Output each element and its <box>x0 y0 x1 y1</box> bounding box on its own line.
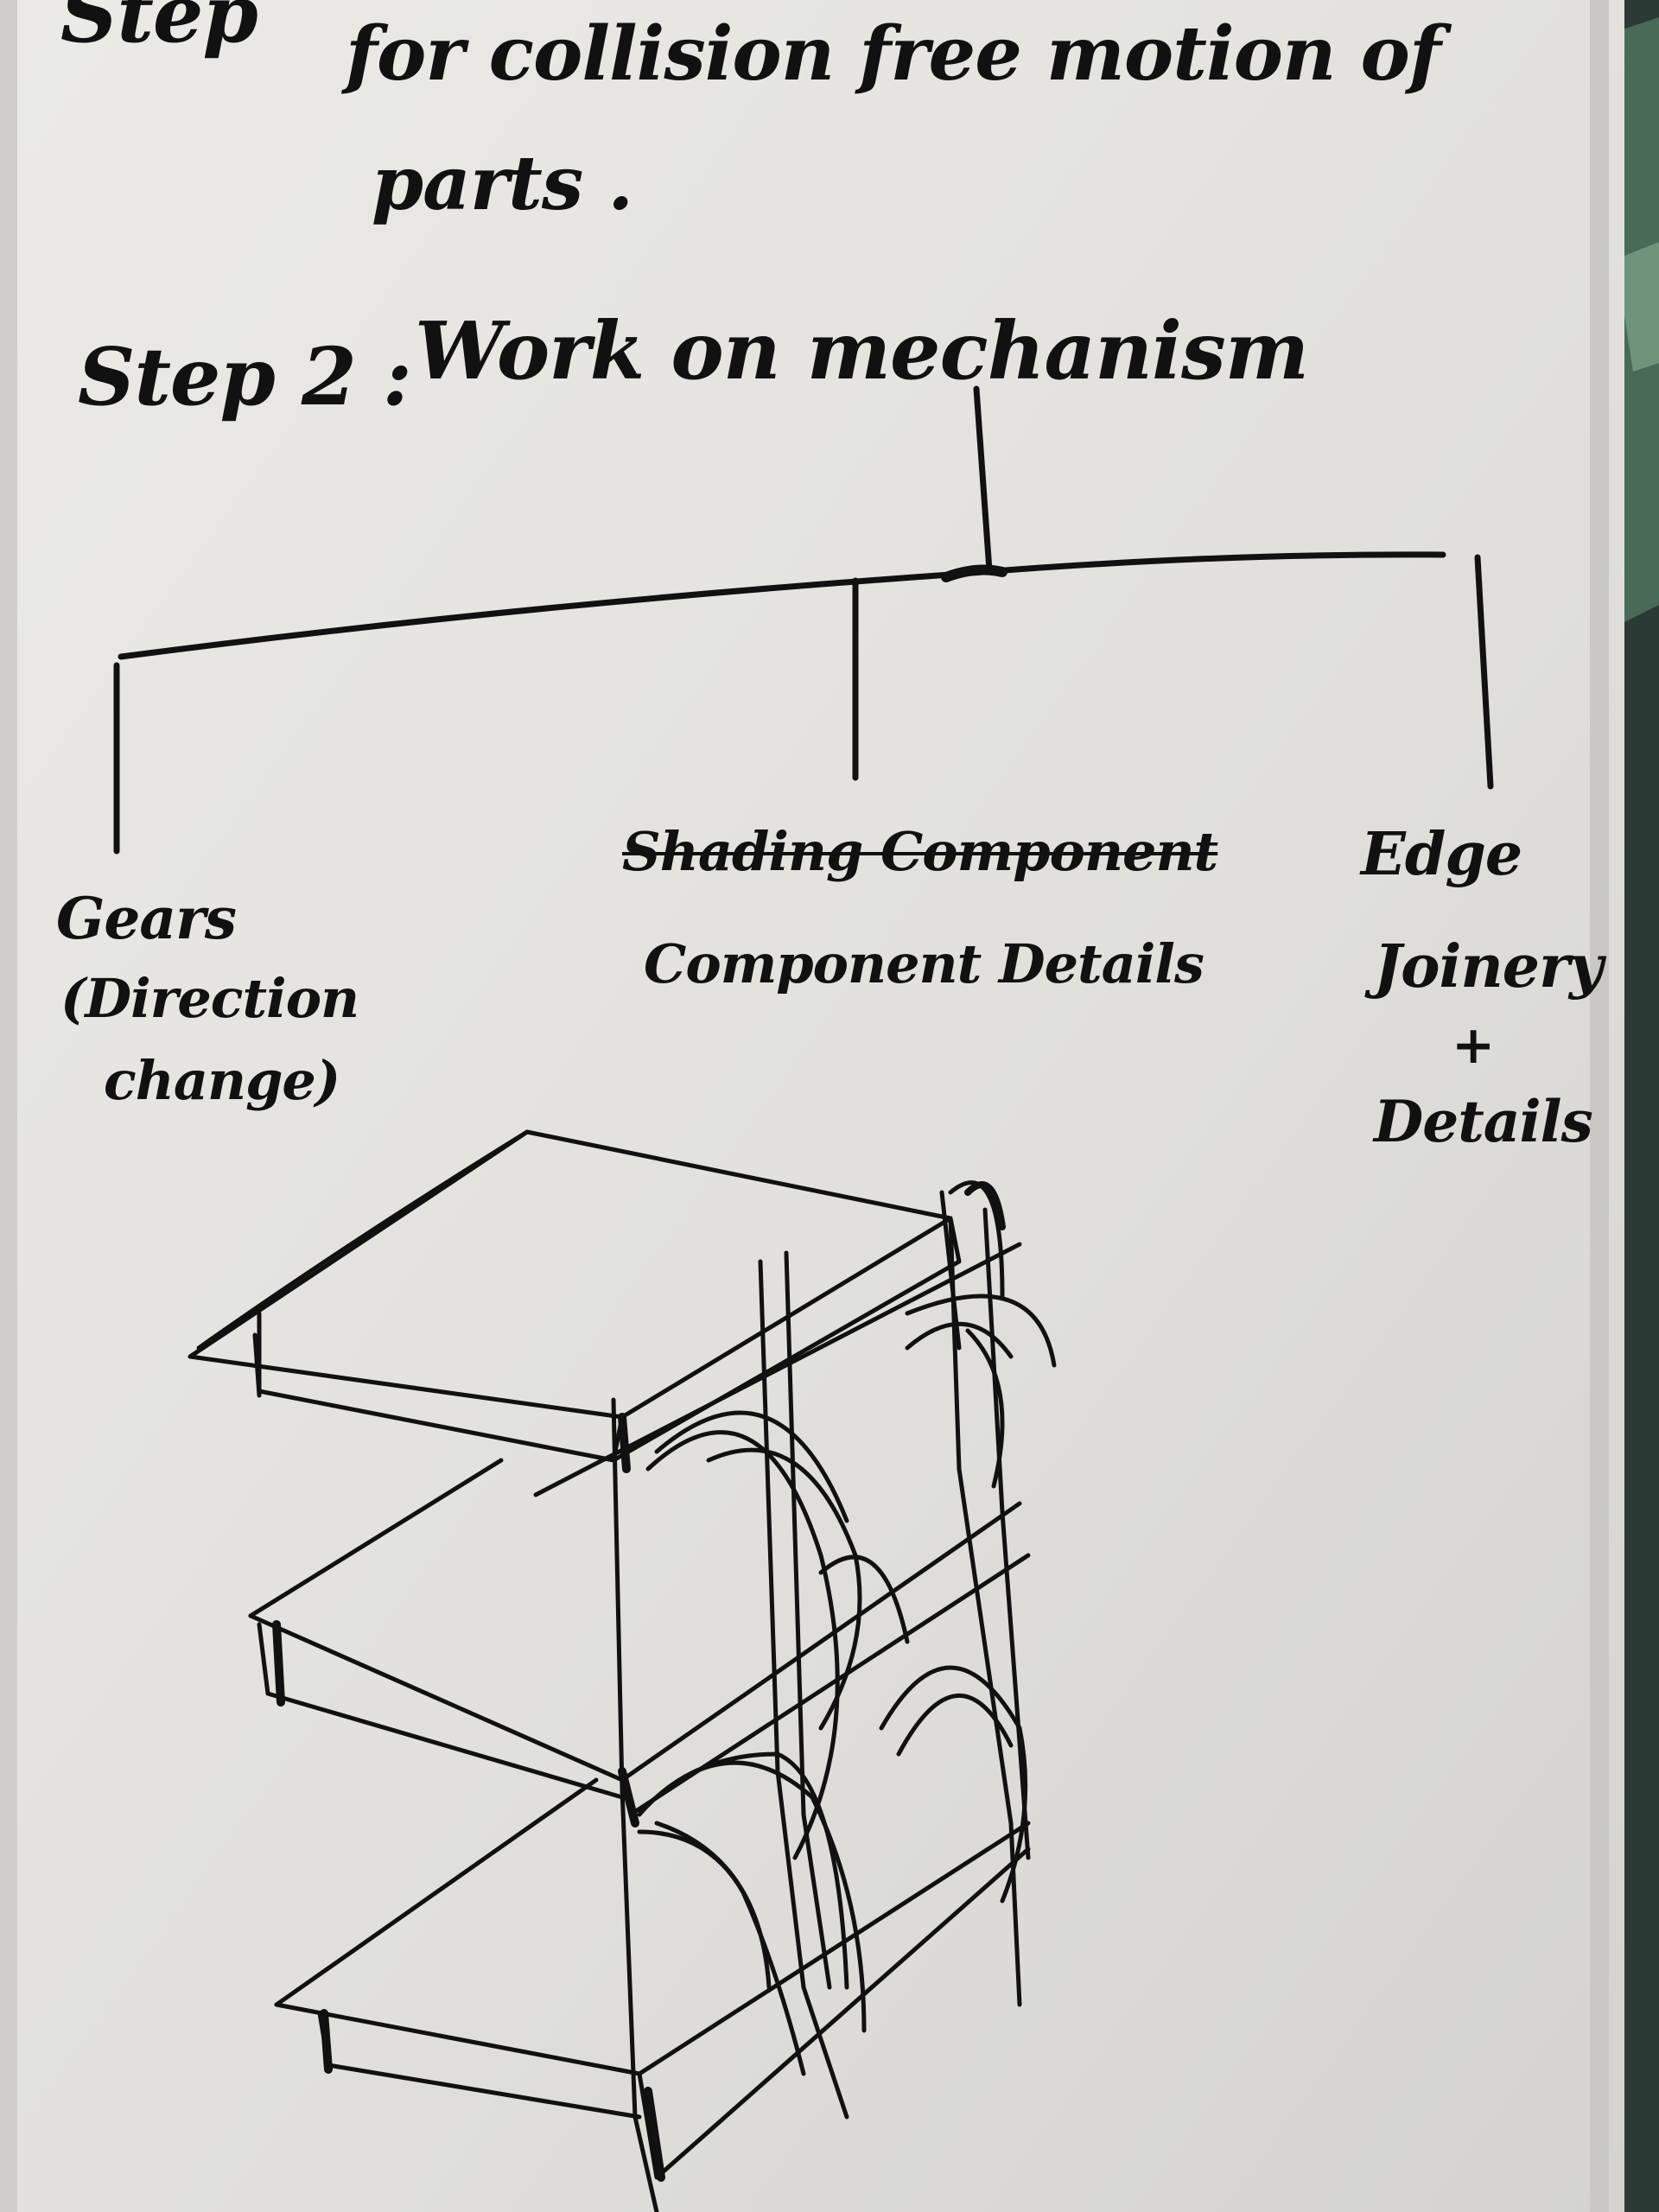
paper-sheet <box>17 0 1624 2212</box>
branch-edge-line-3: + <box>1452 1015 1495 1076</box>
branch-edge-line <box>1474 554 1494 790</box>
branch-shading-line-1: Shading Component <box>622 820 1218 883</box>
branch-edge-line-4: Details <box>1374 1088 1593 1155</box>
branch-gears-line-1: Gears <box>56 885 237 952</box>
note-line-2: parts . <box>372 140 633 227</box>
vertical-posts <box>611 1190 1031 2212</box>
branch-shading-line-2: Component Details <box>644 932 1205 995</box>
root-connector <box>973 385 993 574</box>
branch-edge-line-1: Edge <box>1361 820 1522 889</box>
branch-gears-line-3: change) <box>104 1049 340 1112</box>
middle-shelf <box>248 1458 1031 1827</box>
step2-label: Step 2 : <box>78 330 412 423</box>
note-line-1: for collision free motion of <box>346 10 1441 98</box>
step2-title: Work on mechanism <box>415 304 1309 397</box>
partial-step-heading: Step <box>60 0 258 60</box>
top-shelf <box>188 1129 1022 1497</box>
bottom-shelf <box>274 1777 1031 2182</box>
branch-gears-line-2: (Direction <box>60 967 359 1030</box>
branch-edge-line-2: Joinery <box>1374 932 1603 1001</box>
curved-mechanism-lines <box>637 1180 1057 2076</box>
horizontal-branch <box>118 551 1446 660</box>
